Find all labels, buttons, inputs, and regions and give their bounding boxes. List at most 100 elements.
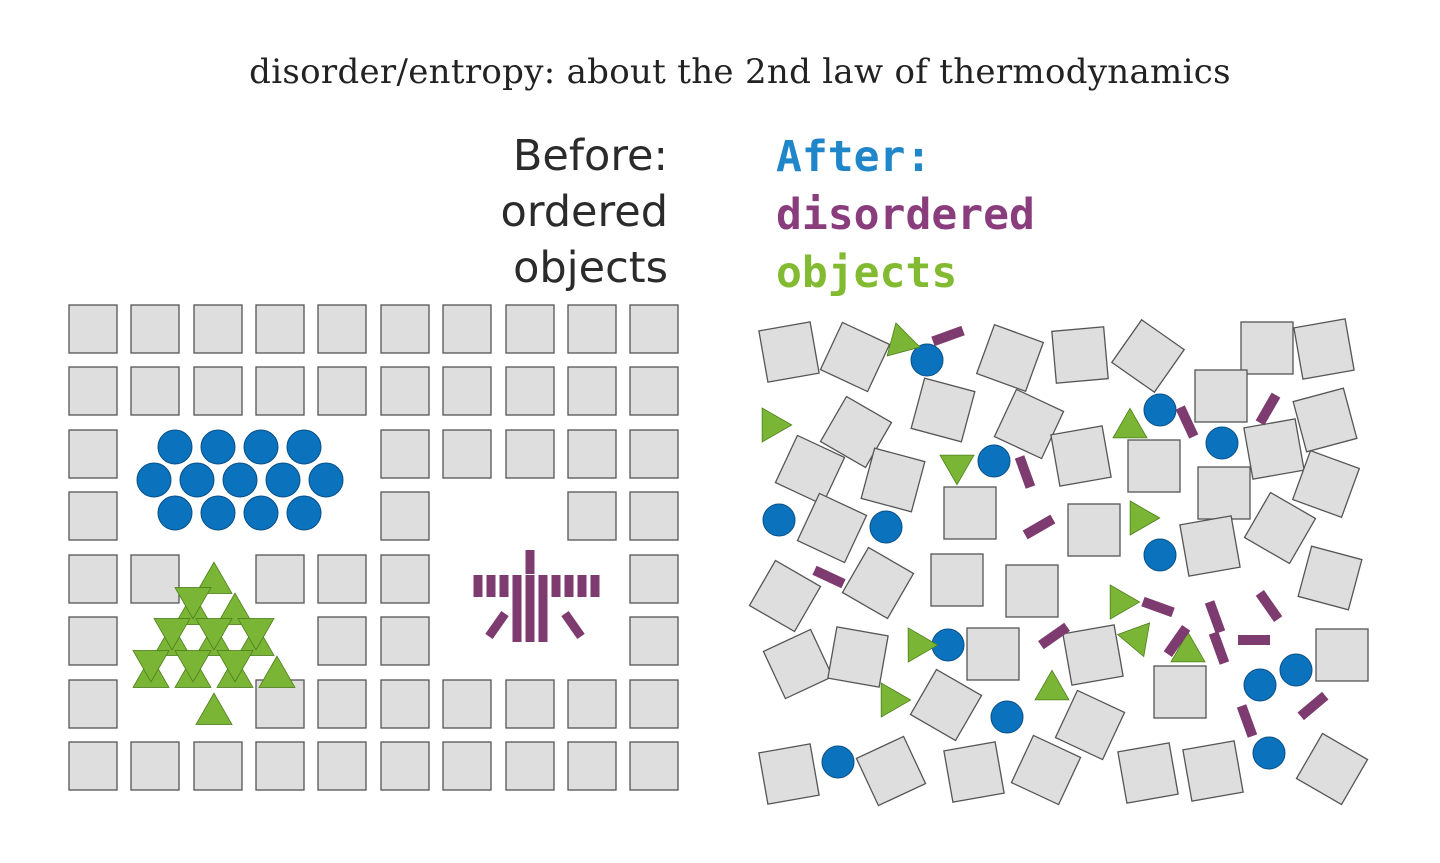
green-triangle: [761, 407, 793, 443]
purple-bar: [538, 618, 548, 642]
gray-square: [1315, 628, 1369, 682]
gray-square: [380, 429, 430, 479]
gray-square: [130, 304, 180, 354]
blue-circle: [1252, 736, 1286, 770]
blue-circle: [762, 503, 796, 537]
gray-square: [910, 377, 976, 443]
gray-square: [943, 486, 997, 540]
purple-bar: [1255, 590, 1283, 622]
purple-bar: [564, 575, 574, 597]
blue-circle: [179, 462, 215, 498]
green-triangle: [939, 454, 975, 486]
purple-bar: [1141, 596, 1175, 618]
gray-square: [841, 546, 915, 620]
purple-bar: [1175, 405, 1199, 439]
before-caption: Before: ordered objects: [501, 128, 668, 296]
gray-square: [380, 679, 430, 729]
gray-square: [1153, 665, 1207, 719]
gray-square: [567, 491, 617, 541]
green-triangle: [216, 592, 254, 625]
gray-square: [193, 304, 243, 354]
gray-square: [317, 679, 367, 729]
gray-square: [629, 429, 679, 479]
gray-square: [505, 429, 555, 479]
green-triangle: [174, 587, 212, 620]
gray-square: [629, 304, 679, 354]
green-triangle: [907, 627, 939, 663]
blue-circle: [869, 510, 903, 544]
purple-bar: [538, 575, 548, 597]
green-triangle: [216, 650, 254, 683]
purple-bar: [1297, 691, 1329, 721]
blue-circle: [265, 462, 301, 498]
gray-square: [505, 366, 555, 416]
purple-bar: [538, 597, 548, 621]
blue-circle: [157, 429, 193, 465]
gray-square: [255, 741, 305, 791]
gray-square: [796, 492, 868, 564]
green-triangle: [237, 618, 275, 651]
gray-square: [855, 735, 927, 807]
purple-bar: [512, 575, 522, 597]
green-triangle: [1112, 407, 1148, 439]
gray-square: [1179, 515, 1241, 577]
gray-square: [442, 366, 492, 416]
gray-square: [930, 553, 984, 607]
gray-square: [1117, 742, 1179, 804]
gray-square: [130, 366, 180, 416]
gray-square: [567, 741, 617, 791]
green-triangle: [1034, 669, 1070, 701]
gray-square: [442, 741, 492, 791]
gray-square: [629, 679, 679, 729]
gray-square: [774, 434, 846, 506]
purple-bar: [499, 575, 509, 597]
gray-square: [1127, 439, 1181, 493]
purple-bar: [812, 565, 846, 589]
gray-square: [255, 366, 305, 416]
gray-square: [505, 741, 555, 791]
gray-square: [255, 304, 305, 354]
disordered-panel: [748, 318, 1369, 807]
gray-square: [505, 304, 555, 354]
before-label: Before:: [512, 131, 668, 181]
blue-circle: [1143, 393, 1177, 427]
green-triangle: [880, 682, 912, 718]
after-caption: After: disordered objects: [776, 128, 1035, 302]
green-triangle: [195, 561, 233, 594]
ordered-panel: [68, 304, 679, 791]
green-triangle: [1116, 622, 1151, 658]
gray-square: [442, 429, 492, 479]
purple-bar: [1014, 455, 1036, 489]
green-triangle: [132, 650, 170, 683]
after-label: After:: [776, 132, 932, 182]
blue-circle: [990, 700, 1024, 734]
gray-square: [629, 554, 679, 604]
blue-circle: [308, 462, 344, 498]
gray-square: [975, 323, 1045, 393]
blue-circle: [222, 462, 258, 498]
gray-square: [442, 679, 492, 729]
gray-square: [1051, 326, 1109, 384]
purple-bar: [525, 597, 535, 621]
gray-square: [567, 429, 617, 479]
purple-bar: [1236, 704, 1258, 738]
blue-circle: [1243, 668, 1277, 702]
gray-square: [380, 554, 430, 604]
diagram-title: disorder/entropy: about the 2nd law of t…: [249, 52, 1231, 92]
gray-square: [819, 321, 891, 393]
purple-bar: [561, 610, 585, 640]
purple-bar: [1204, 600, 1226, 634]
gray-square: [68, 304, 118, 354]
gray-square: [629, 491, 679, 541]
purple-bar: [486, 575, 496, 597]
blue-circle: [200, 495, 236, 531]
before-subtitle-objects: objects: [513, 243, 668, 293]
gray-square: [629, 741, 679, 791]
purple-bar: [525, 550, 535, 574]
gray-square: [1291, 449, 1361, 519]
purple-bar: [512, 618, 522, 642]
gray-square: [317, 741, 367, 791]
after-subtitle-objects: objects: [776, 248, 958, 298]
blue-circle: [286, 429, 322, 465]
purple-bar: [1238, 635, 1270, 645]
